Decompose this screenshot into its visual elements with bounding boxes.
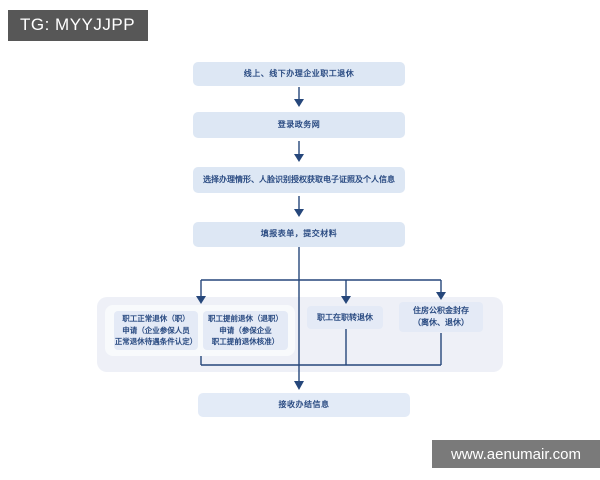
flow-step-submit-form: 填报表单，提交材料 xyxy=(193,222,405,247)
telegram-badge: TG: MYYJJPP xyxy=(8,10,149,41)
branch-housing-fund-sealing: 住房公积金封存 （离休、退休） xyxy=(399,302,483,332)
branch-normal-retirement: 职工正常退休（职） 申请（企业参保人员 正常退休待遇条件认定） xyxy=(114,311,198,350)
flow-step-login: 登录政务网 xyxy=(193,112,405,138)
branch-early-retirement: 职工提前退休（退职） 申请（参保企业 职工提前退休核准） xyxy=(203,311,288,350)
flow-step-channel: 线上、线下办理企业职工退休 xyxy=(193,62,405,86)
flow-step-select-case: 选择办理情形、人脸识别授权获取电子证照及个人信息 xyxy=(193,167,405,193)
flow-step-receive-result: 接收办结信息 xyxy=(198,393,410,417)
branch-inservice-to-retirement: 职工在职转退休 xyxy=(307,306,383,329)
watermark: www.aenumair.com xyxy=(432,440,600,468)
